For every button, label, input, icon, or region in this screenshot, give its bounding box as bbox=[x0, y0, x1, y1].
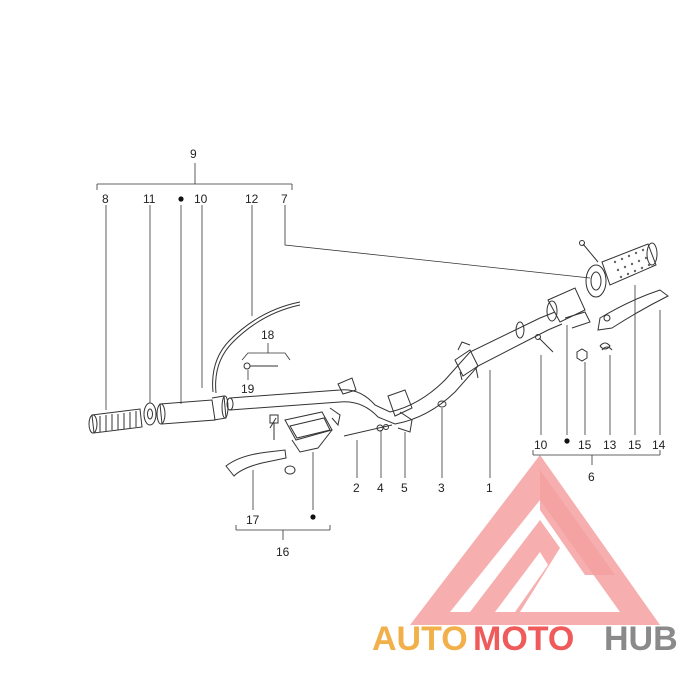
screw-19 bbox=[243, 362, 278, 370]
label-12: 12 bbox=[245, 192, 259, 206]
label-16: 16 bbox=[276, 545, 290, 559]
dots bbox=[178, 196, 570, 520]
leader-lines bbox=[105, 205, 661, 510]
part-labels: 9 8 11 10 12 7 18 19 2 4 5 3 1 10 15 13 … bbox=[102, 147, 666, 559]
automotohub-logo bbox=[410, 455, 660, 625]
handlebar-tube bbox=[226, 311, 563, 425]
label-15-a: 15 bbox=[578, 438, 592, 452]
watermark-moto: MOTO bbox=[473, 620, 574, 658]
label-17: 17 bbox=[246, 513, 260, 527]
label-1: 1 bbox=[486, 481, 493, 495]
label-4: 4 bbox=[377, 481, 384, 495]
watermark-text: AUTO MOTO HUB bbox=[372, 620, 678, 658]
label-3: 3 bbox=[438, 481, 445, 495]
label-6: 6 bbox=[588, 470, 595, 484]
left-grip bbox=[88, 408, 143, 434]
bracket-6 bbox=[532, 450, 661, 465]
right-lever bbox=[597, 289, 669, 331]
label-10-right: 10 bbox=[534, 438, 548, 452]
label-2: 2 bbox=[353, 481, 360, 495]
label-19: 19 bbox=[241, 382, 255, 396]
left-washer bbox=[143, 402, 157, 426]
label-11: 11 bbox=[143, 192, 156, 206]
switch-assembly bbox=[343, 389, 447, 437]
label-5: 5 bbox=[401, 481, 408, 495]
label-9: 9 bbox=[190, 147, 197, 161]
spring-13 bbox=[599, 342, 613, 351]
label-18: 18 bbox=[261, 328, 275, 342]
label-10-left: 10 bbox=[194, 192, 208, 206]
left-master-cylinder bbox=[269, 411, 333, 475]
label-15-b: 15 bbox=[628, 438, 642, 452]
watermark-auto: AUTO bbox=[372, 620, 468, 658]
right-clamp bbox=[546, 287, 591, 329]
bracket-18 bbox=[241, 343, 291, 361]
throttle-sleeve bbox=[156, 395, 229, 425]
watermark-hub: HUB bbox=[604, 620, 678, 658]
throttle-cable bbox=[212, 301, 301, 393]
bracket-9 bbox=[96, 163, 293, 190]
left-lever bbox=[225, 449, 287, 477]
label-14: 14 bbox=[652, 438, 666, 452]
bracket-16 bbox=[235, 525, 331, 540]
label-8: 8 bbox=[102, 192, 109, 206]
label-13: 13 bbox=[603, 438, 617, 452]
label-7: 7 bbox=[281, 192, 288, 206]
right-grip bbox=[579, 240, 658, 298]
